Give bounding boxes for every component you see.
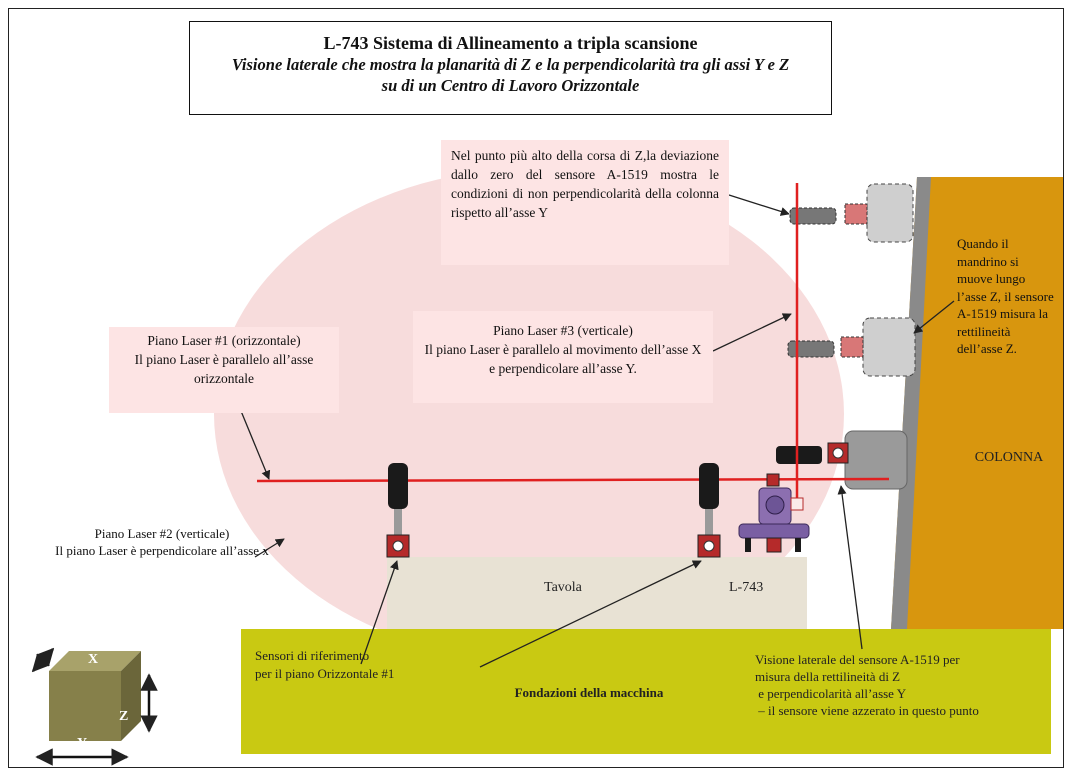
visione-line-3: e perpendicolarità all’asse Y <box>755 686 907 701</box>
note-laser-plane-2: Piano Laser #2 (verticale) Il piano Lase… <box>47 525 277 597</box>
axis-z-label: Z <box>119 709 129 724</box>
arrow-visione <box>837 485 863 650</box>
note-laser3-title: Piano Laser #3 (verticale) <box>493 323 633 338</box>
spindle-ghost-mid <box>862 317 916 377</box>
diagram-frame: L-743 Sistema di Allineamento a tripla s… <box>8 8 1064 768</box>
foundation-block <box>241 629 1051 754</box>
reference-sensor-right <box>697 463 721 558</box>
colonna-label: COLONNA <box>974 450 1044 465</box>
note-laser1-title: Piano Laser #1 (orizzontale) <box>147 333 301 348</box>
head-receiver <box>776 446 822 464</box>
note-laser-plane-3: Piano Laser #3 (verticale) Il piano Lase… <box>413 311 713 403</box>
sensori-line-1: Sensori di riferimento <box>255 648 370 663</box>
machine-diagram <box>31 169 1063 766</box>
arrow-laser3-note <box>712 313 792 352</box>
visione-line-1: Visione laterale del sensore A-1519 per <box>755 652 960 667</box>
sensori-line-2: per il piano Orizzontale #1 <box>255 666 395 681</box>
note-mandrino: Quando il mandrino si muove lungo l’asse… <box>957 236 1054 356</box>
spindle-ghost-top <box>866 183 914 243</box>
note-laser3-text: Il piano Laser è parallelo al movimento … <box>424 342 702 376</box>
arrow-top-note <box>728 194 790 216</box>
visione-line-4: – il sensore viene azzerato in questo pu… <box>755 703 979 718</box>
tavola-table <box>387 557 807 642</box>
arrow-sensori-right <box>479 560 702 668</box>
arrow-mandrino-note <box>913 300 955 334</box>
laser-plane-1-line <box>256 477 890 483</box>
note-laser2-text: Il piano Laser è perpendicolare all’asse… <box>55 543 269 558</box>
reference-sensor-left <box>386 463 410 558</box>
visione-label: Visione laterale del sensore A-1519 per … <box>755 651 979 719</box>
title-box: L-743 Sistema di Allineamento a tripla s… <box>189 21 832 115</box>
visione-line-2: misura della rettilineità di Z <box>755 669 901 684</box>
note-laser-plane-1: Piano Laser #1 (orizzontale) Il piano La… <box>109 327 339 413</box>
title-line-3: su di un Centro di Lavoro Orizzontale <box>381 76 640 95</box>
colonna-edge <box>891 177 931 629</box>
arrow-laser2-note <box>254 538 285 558</box>
fondazioni-label: Fondazioni della macchina <box>514 685 664 700</box>
l743-label: L-743 <box>729 580 764 595</box>
arrow-sensori-left <box>360 560 399 665</box>
axis-cube <box>31 647 158 766</box>
axis-x-label: X <box>88 652 99 667</box>
tavola-label: Tavola <box>544 580 582 595</box>
title-line-2: Visione laterale che mostra la planarità… <box>231 55 790 74</box>
laser-field-ellipse <box>214 169 844 659</box>
note-top-sensor: Nel punto più alto della corsa di Z,la d… <box>441 140 729 265</box>
sensori-label: Sensori di riferimento per il piano Oriz… <box>255 647 394 683</box>
axis-y-label: Y <box>77 736 88 751</box>
axis-x-arrow <box>31 647 55 673</box>
colonna-column <box>891 177 1063 629</box>
arrow-laser1-note <box>240 410 271 480</box>
note-laser1-text: Il piano Laser è parallelo all’asse oriz… <box>134 352 314 386</box>
note-laser2-title: Piano Laser #2 (verticale) <box>94 526 230 541</box>
title-line-1: L-743 Sistema di Allineamento a tripla s… <box>323 33 698 53</box>
l743-laser-unit <box>738 473 810 553</box>
